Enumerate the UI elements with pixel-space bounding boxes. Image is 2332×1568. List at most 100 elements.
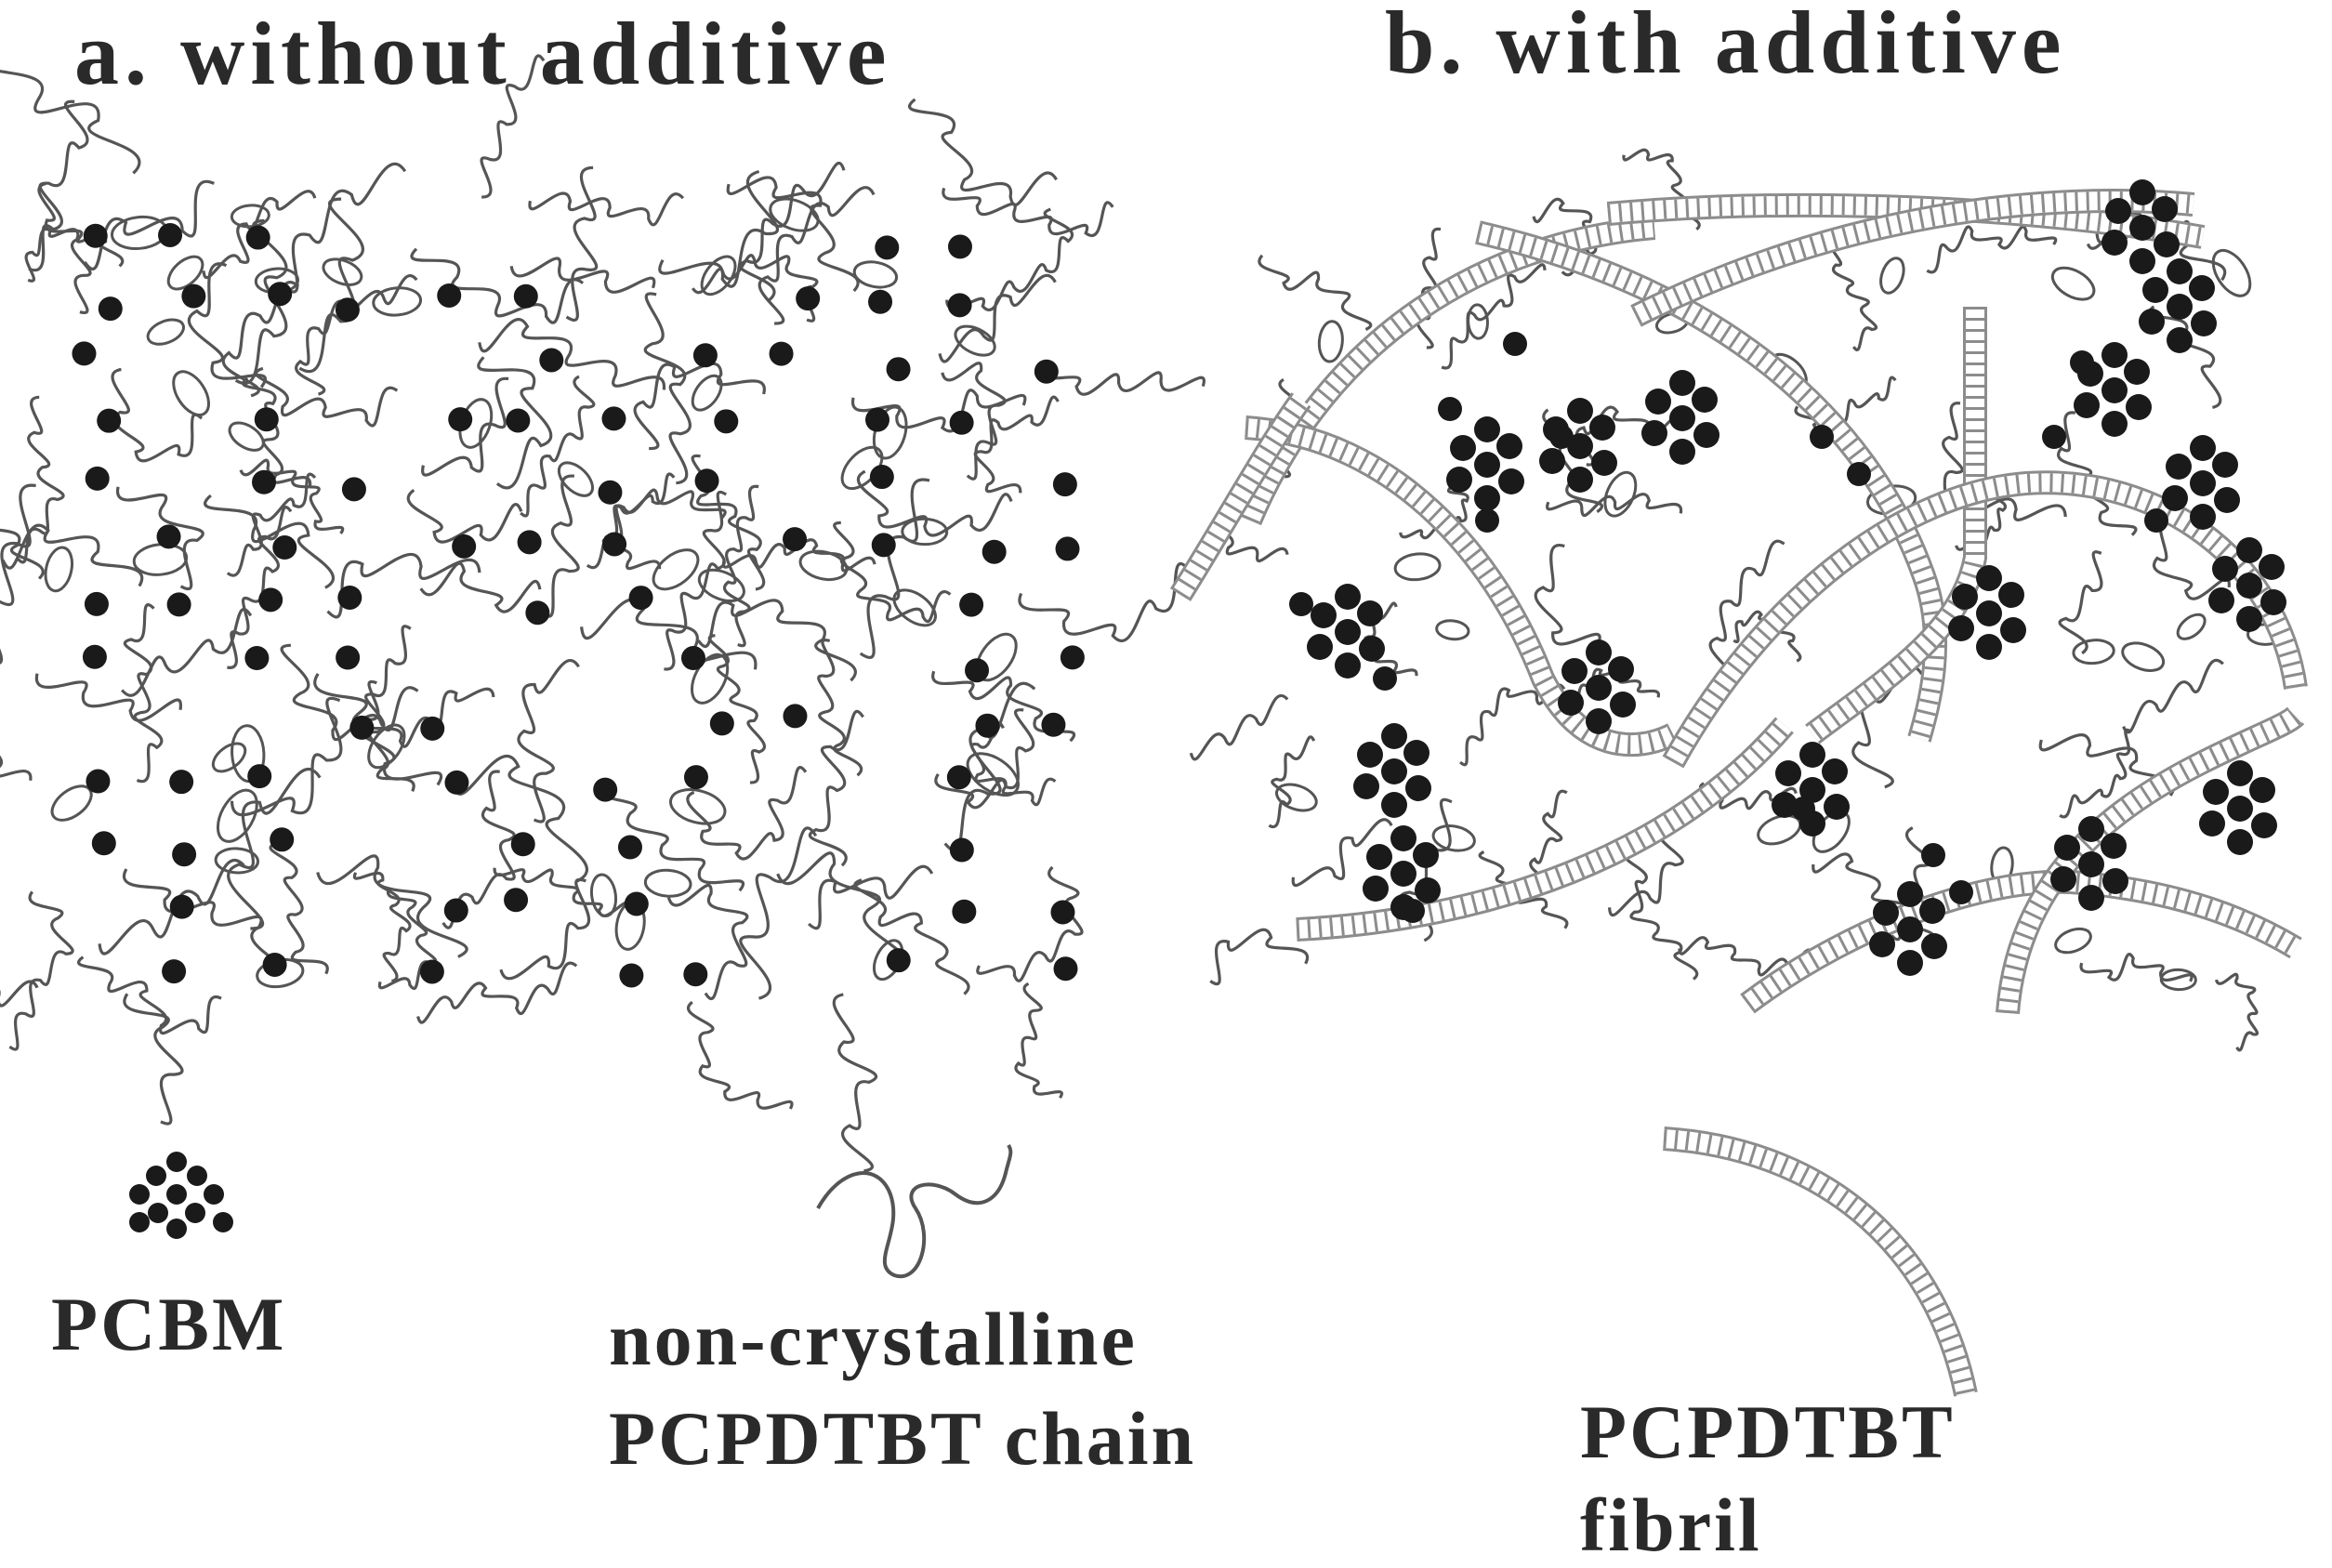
pcbm-molecule [1474, 452, 1500, 478]
pcbm-molecule [336, 645, 361, 670]
polymer-chain [2122, 659, 2224, 734]
pcbm-molecule [2260, 589, 2286, 615]
chain-loop [966, 752, 1020, 797]
pcbm-molecule [1873, 900, 1899, 926]
polymer-chain [1268, 735, 1316, 829]
polymer-chain [16, 395, 65, 564]
polymer-chain [520, 375, 596, 518]
pcbm-molecule [886, 357, 911, 382]
chain-loop [798, 549, 849, 582]
pcbm-molecule [337, 585, 362, 610]
pcbm-molecule [949, 837, 974, 863]
polymer-chain [758, 186, 876, 325]
pcbm-molecule [2208, 587, 2234, 613]
pcbm-molecule [1366, 844, 1392, 870]
polymer-chain [0, 755, 33, 782]
pcbm-molecule [709, 711, 734, 736]
polymer-chain [123, 603, 164, 784]
pcbm-molecule [2212, 452, 2238, 478]
pcbm-molecule [869, 465, 894, 490]
pcbm-molecule [2227, 796, 2253, 822]
pcbm-molecule [187, 1166, 207, 1186]
pcbm-molecule [129, 1184, 150, 1205]
chain-loop [691, 374, 723, 412]
chain-loop [172, 370, 211, 416]
pcbm-molecule [2236, 537, 2262, 563]
panel-a-blend-without-additive [0, 54, 1206, 1173]
polymer-chain [643, 292, 692, 485]
polymer-chain [833, 520, 952, 624]
pcbm-molecule [1561, 658, 1588, 684]
pcbm-molecule [2074, 392, 2100, 418]
polymer-chain [1546, 493, 1682, 518]
chain-loop [892, 588, 937, 627]
pcbm-molecule [1567, 398, 1593, 424]
pcbm-molecule [1669, 439, 1695, 465]
pcbm-molecule [146, 1166, 166, 1186]
pcbm-molecule [1539, 448, 1565, 474]
polymer-chain [242, 376, 312, 487]
polymer-chain [227, 506, 293, 669]
pcbm-molecule [129, 1212, 150, 1232]
pcbm-molecule [245, 225, 270, 250]
pcbm-molecule [949, 410, 974, 435]
panel-b-title: b. with additive [1385, 0, 2066, 92]
pcbm-molecule [169, 894, 194, 919]
pcbm-molecule [437, 283, 462, 308]
pcbm-molecule [2101, 411, 2128, 437]
pcbm-molecule [2189, 275, 2215, 301]
polymer-chain [856, 469, 1013, 537]
panel-b-pcbm-aggregates [1289, 179, 2286, 976]
polymer-chain [509, 257, 656, 294]
chain-loop [2121, 641, 2166, 672]
chain-loop [2159, 968, 2197, 992]
pcbm-molecule [1034, 359, 1059, 384]
pcbm-molecule [2139, 309, 2165, 335]
polymer-chain [941, 362, 1007, 481]
polymer-chain-icon [816, 1143, 1013, 1279]
panel-a-title: a. without additive [74, 4, 891, 103]
pcbm-molecule [1335, 584, 1361, 610]
pcbm-molecule [1567, 467, 1593, 493]
fibril-rungs [1807, 307, 1984, 743]
pcbm-molecule [1976, 565, 2002, 591]
chain-loop [691, 652, 730, 705]
pcbm-molecule [72, 341, 97, 366]
pcbm-molecule [1586, 708, 1612, 734]
pcbm-molecule [262, 952, 287, 977]
chain-loop [228, 421, 265, 452]
chain-loop [216, 788, 258, 843]
pcbm-molecule [452, 534, 477, 559]
polymer-chain [976, 865, 1084, 982]
pcbm-molecule [1055, 536, 1080, 561]
pcbm-molecule [506, 408, 531, 433]
polymer-chain [37, 181, 92, 315]
chain-loop [2176, 613, 2207, 640]
pcbm-molecule [628, 586, 653, 611]
pcbm-molecule [2251, 812, 2277, 838]
polymer-chain [942, 187, 1114, 237]
pcbm-molecule [2249, 777, 2275, 803]
polymer-chain [686, 766, 808, 861]
pcbm-molecule [1591, 450, 1617, 476]
polymer-chain [817, 639, 863, 777]
pcbm-molecule [2124, 359, 2150, 385]
pcbm-molecule [2105, 198, 2131, 224]
polymer-chain [595, 779, 744, 892]
chain-loop [322, 257, 363, 286]
pcbm-molecule [1052, 472, 1077, 497]
chain-loop [954, 324, 996, 357]
polymer-chain [664, 491, 728, 671]
polymer-chain [0, 483, 36, 665]
polymer-chain [295, 274, 418, 396]
pcbm-molecule [2050, 866, 2076, 892]
polymer-chain [406, 488, 523, 544]
pcbm-molecule [692, 343, 718, 368]
pcbm-molecule [1359, 636, 1385, 662]
fibril-body [1241, 218, 1655, 524]
pcbm-molecule [1549, 425, 1574, 449]
pcbm-molecule [1401, 899, 1425, 923]
pcbm-molecule [148, 1203, 168, 1223]
pcbm-molecule [1413, 842, 1439, 868]
legend-chain-label-line2: PCPDTBT chain [609, 1396, 1196, 1481]
